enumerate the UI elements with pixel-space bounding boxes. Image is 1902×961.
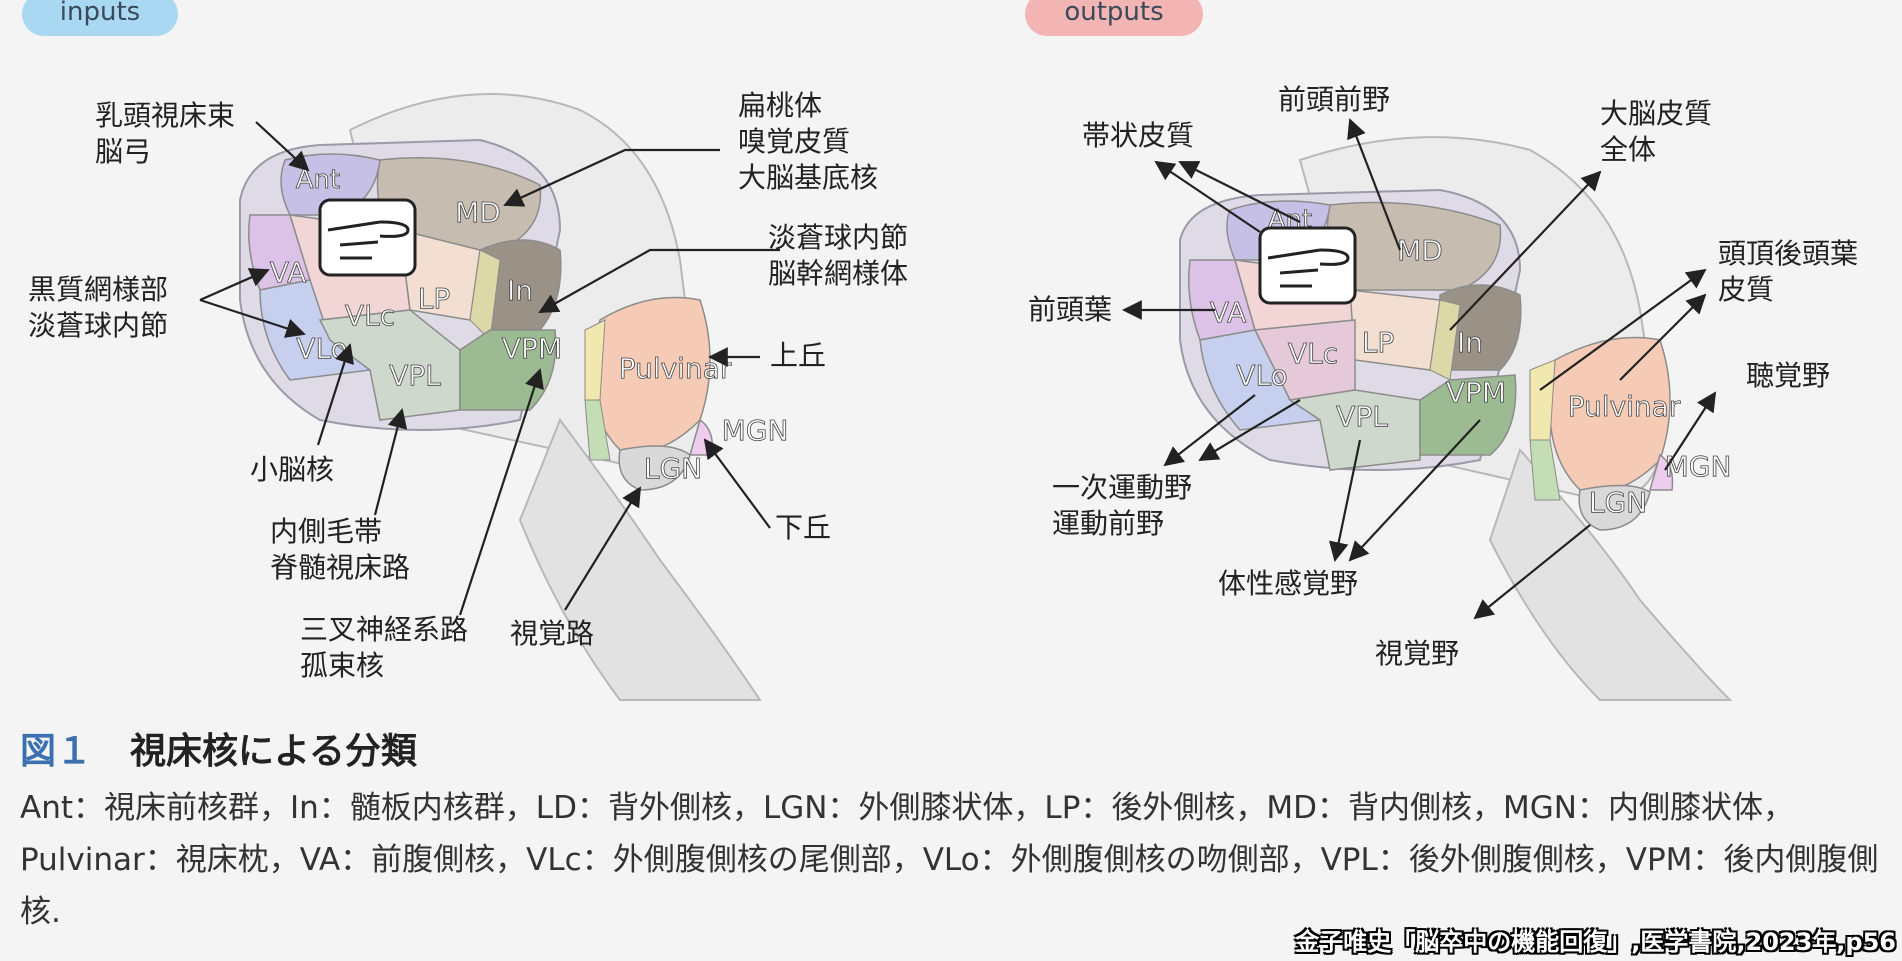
label-superior-colliculus: 上丘	[770, 339, 827, 372]
left-label-VA: VA	[270, 256, 307, 289]
label-medial-lemniscus: 内側毛帯脊髄視床路	[270, 515, 411, 584]
left-thalamus: Ant MD VA VLc LP VLo VPL In VPM Pulvinar…	[199, 93, 789, 701]
label-cerebellar-nuclei: 小脳核	[250, 453, 335, 486]
left-nucleus-LGN	[618, 445, 691, 491]
right-label-Pulvinar: Pulvinar	[1568, 390, 1681, 423]
arrow-parieto-1	[1539, 268, 1707, 391]
right-nucleus-VPM	[1419, 374, 1517, 456]
left-label-LGN: LGN	[644, 452, 702, 485]
right-label-VLc: VLc	[1288, 337, 1338, 370]
label-parieto-occipital: 頭頂後頭葉皮質	[1718, 237, 1859, 306]
left-label-LP: LP	[418, 282, 450, 315]
arrow-auditory	[1664, 391, 1717, 471]
arrow-somatosensory-1	[1328, 439, 1362, 562]
label-gp-internal: 淡蒼球内節脳幹網様体	[768, 221, 909, 290]
arrow-visual-path	[564, 486, 642, 611]
arrow-sn-reticular-2	[199, 298, 306, 338]
left-nucleus-In-light	[469, 249, 501, 342]
left-label-Ant: Ant	[296, 165, 340, 195]
label-visual-path: 視覚路	[510, 617, 595, 650]
label-motor: 一次運動野運動前野	[1052, 471, 1193, 540]
left-pulvinar-side-green	[584, 399, 611, 461]
label-inferior-colliculus: 下丘	[775, 511, 832, 544]
left-label-VLc: VLc	[345, 299, 395, 332]
arrow-mammillo	[255, 121, 310, 172]
arrow-prefrontal	[1347, 118, 1402, 251]
arrow-trigeminal	[458, 368, 544, 616]
arrow-parieto-2	[1619, 293, 1707, 381]
right-label-VLo: VLo	[1236, 359, 1287, 392]
right-label-In: In	[1457, 326, 1483, 359]
figure-caption-title: 図１ 視床核による分類	[20, 722, 417, 774]
outputs-badge: outputs	[1025, 0, 1203, 36]
label-cingulate: 帯状皮質	[1082, 119, 1195, 152]
right-label-LGN: LGN	[1589, 486, 1647, 519]
label-sn-reticular: 黒質網様部淡蒼球内節	[28, 273, 169, 342]
right-arrows	[1122, 118, 1717, 620]
right-nucleus-LGN	[1578, 484, 1651, 531]
label-auditory: 聴覚野	[1746, 359, 1831, 392]
right-nucleus-VPL	[1287, 389, 1421, 471]
label-visual-cortex: 視覚野	[1375, 637, 1460, 670]
label-mammillothalamic: 乳頭視床束脳弓	[95, 99, 236, 168]
left-label-VPM: VPM	[502, 332, 562, 365]
left-label-MGN: MGN	[722, 414, 789, 447]
pointing-hand-icon-right	[1258, 226, 1357, 305]
arrow-cingulate-1	[1154, 160, 1261, 233]
source-credit: 金子唯史「脳卒中の機能回復」,医学書院,2023年,p56	[1295, 928, 1896, 956]
label-somatosensory: 体性感覚野	[1218, 567, 1359, 600]
right-nucleus-In-light	[1429, 299, 1461, 381]
left-arrows	[199, 121, 780, 616]
figure-caption-body: Ant：視床前核群，In：髄板内核群，LD：背外側核，LGN：外側膝状体，LP：…	[20, 790, 1879, 930]
arrow-inf-colliculus	[703, 438, 771, 529]
arrow-cingulate-2	[1178, 161, 1301, 223]
inputs-badge: inputs	[22, 0, 178, 36]
right-label-VPM: VPM	[1446, 376, 1506, 409]
right-nucleus-MGN	[1649, 453, 1674, 491]
figure-number: 図１	[20, 731, 93, 772]
arrow-amygdala	[503, 148, 720, 207]
right-pulvinar-side-yellow	[1529, 359, 1556, 441]
arrow-gp-internal	[538, 248, 780, 313]
label-trigeminal: 三叉神経系路孤束核	[300, 613, 469, 682]
right-label-VA: VA	[1210, 296, 1247, 329]
arrow-sn-reticular-1	[199, 268, 270, 302]
right-thalamus: Ant MD VA LD LP In VLc VLo VPM VPL Pulvi…	[1122, 118, 1733, 701]
arrow-motor-2	[1198, 399, 1301, 462]
arrow-cerebellar	[316, 343, 354, 446]
arrow-motor-1	[1163, 394, 1256, 467]
label-prefrontal: 前頭前野	[1278, 83, 1391, 116]
left-brainstem	[518, 417, 762, 701]
left-label-MD: MD	[455, 196, 501, 229]
right-label-MD: MD	[1397, 234, 1443, 267]
right-label-VPL: VPL	[1336, 400, 1388, 433]
label-frontal-lobe: 前頭葉	[1028, 293, 1113, 326]
left-label-VPL: VPL	[389, 359, 441, 392]
pointing-hand-icon	[318, 198, 417, 277]
right-brainstem	[1488, 448, 1733, 701]
label-cerebral-cortex: 大脳皮質全体	[1600, 97, 1713, 166]
right-pulvinar-side-green	[1529, 439, 1561, 501]
arrow-lemniscus	[373, 408, 408, 516]
arrow-cerebral-cortex	[1449, 170, 1602, 331]
right-label-LP: LP	[1362, 326, 1394, 359]
arrow-visual-cortex	[1473, 524, 1591, 620]
arrow-somatosensory-2	[1348, 419, 1481, 562]
label-amygdala: 扁桃体嗅覚皮質大脳基底核	[738, 89, 879, 194]
figure-title: 視床核による分類	[130, 731, 417, 772]
left-label-In: In	[507, 274, 533, 307]
left-label-VLo: VLo	[296, 332, 347, 365]
